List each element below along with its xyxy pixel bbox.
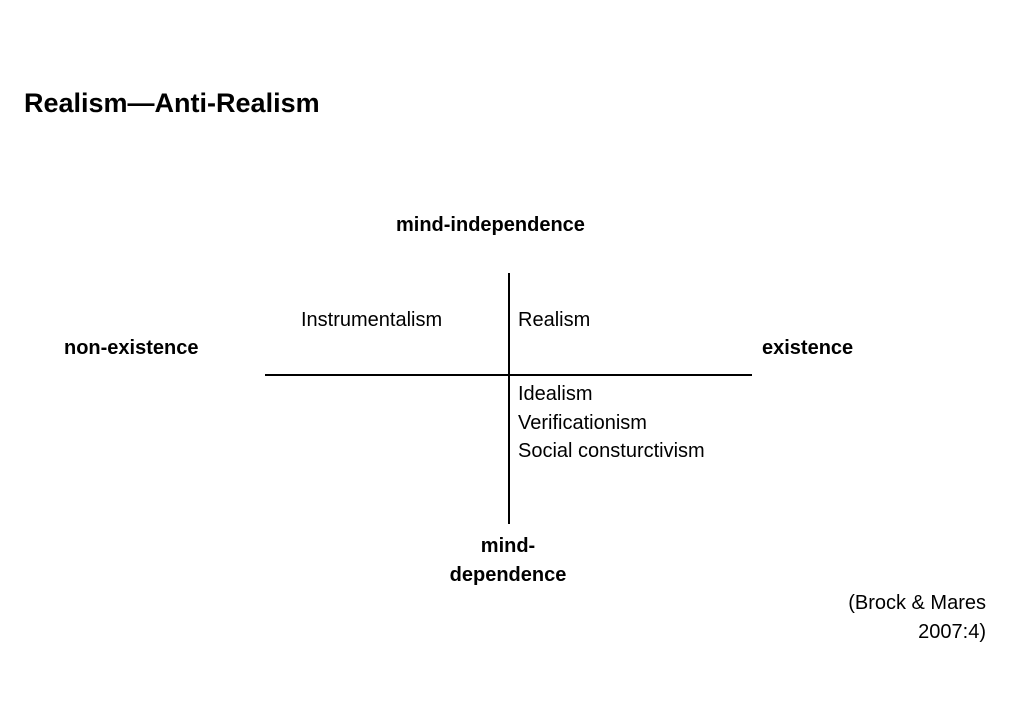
quadrant-bottom-right: Idealism Verificationism Social consturc…: [518, 380, 705, 466]
axis-label-bottom-line: dependence: [449, 564, 567, 586]
axis-label-bottom: mind- dependence: [408, 532, 608, 590]
quadrant-bottom-right-item: Verificationism: [518, 411, 647, 434]
vertical-axis-line: [508, 273, 510, 524]
quadrant-bottom-right-item: Idealism: [518, 383, 593, 405]
slide-title: Realism—Anti-Realism: [24, 88, 320, 118]
axis-label-left: non-existence: [64, 337, 199, 359]
axis-label-right: existence: [762, 337, 854, 359]
quadrant-top-left-item: Instrumentalism: [301, 309, 443, 331]
quadrant-bottom-right-item: Social consturctivism: [518, 440, 705, 462]
quadrant-top-right-item: Realism: [518, 309, 591, 331]
horizontal-axis-line: [265, 374, 752, 376]
axis-label-top: mind-independence: [396, 214, 585, 236]
axis-label-bottom-line: mind-: [480, 535, 536, 557]
citation-line: 2007:4): [918, 620, 986, 643]
citation: (Brock & Mares 2007:4): [848, 589, 986, 646]
citation-line: (Brock & Mares: [848, 592, 986, 614]
